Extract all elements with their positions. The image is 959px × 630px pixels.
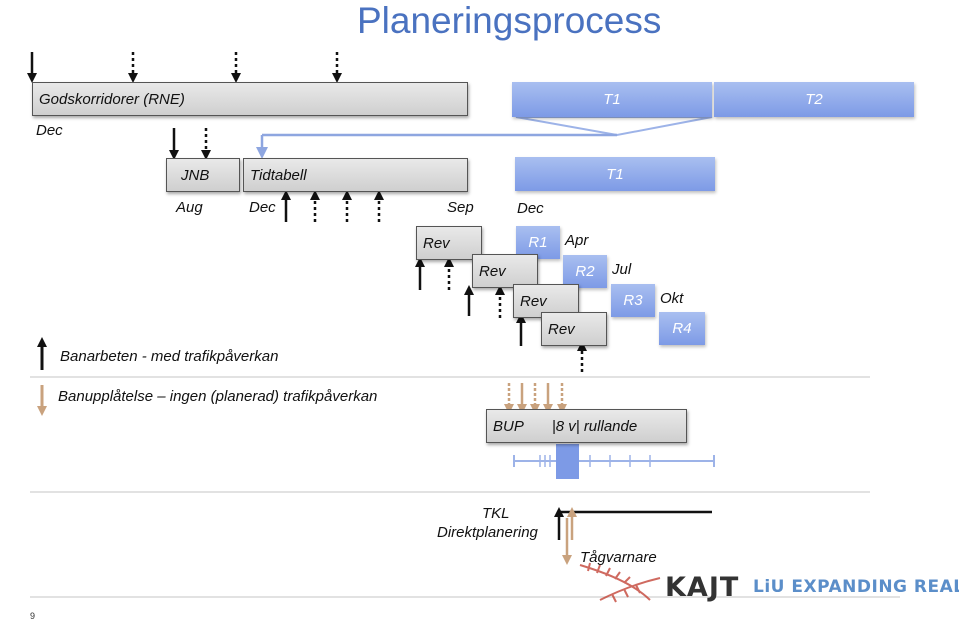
direktplanering-label: Direktplanering bbox=[437, 524, 538, 541]
rolling-window-marker bbox=[556, 444, 579, 479]
month-dec: Dec bbox=[249, 199, 276, 216]
r2-bar: R2 bbox=[563, 255, 607, 288]
timeline-t1-label: T1 bbox=[603, 91, 621, 108]
rev-label: Rev bbox=[423, 234, 450, 252]
month-dec-2: Dec bbox=[517, 200, 544, 217]
rev-label: Rev bbox=[548, 320, 575, 338]
r1-bar: R1 bbox=[516, 226, 560, 259]
rev-box-1: Rev bbox=[416, 226, 482, 260]
tidtabell-label: Tidtabell bbox=[250, 166, 307, 184]
r1-label: R1 bbox=[528, 234, 548, 251]
bup-label: BUP bbox=[493, 417, 524, 435]
r3-bar: R3 bbox=[611, 284, 655, 317]
jnb-box: JNB bbox=[166, 158, 240, 192]
kajt-logo: KAJT bbox=[665, 572, 740, 603]
tidtabell-t1-label: T1 bbox=[606, 165, 624, 183]
rev-box-2: Rev bbox=[472, 254, 538, 288]
rev-box-4: Rev bbox=[541, 312, 607, 346]
page-title: Planeringsprocess bbox=[357, 0, 662, 41]
month-okt: Okt bbox=[660, 290, 684, 307]
t1-expansion-wedge bbox=[515, 116, 713, 137]
month-aug: Aug bbox=[176, 199, 203, 216]
timeline-t1-bar: T1 bbox=[512, 82, 712, 117]
r4-bar: R4 bbox=[659, 312, 705, 345]
timeline-t2-bar: T2 bbox=[714, 82, 914, 117]
liu-logo: LiU EXPANDING REALITY bbox=[753, 577, 959, 597]
r4-label: R4 bbox=[672, 320, 692, 337]
month-sep: Sep bbox=[447, 199, 474, 216]
page-number: 9 bbox=[30, 611, 36, 621]
timeline-t2-label: T2 bbox=[805, 91, 823, 108]
bup-box: BUP |8 v| rullande bbox=[486, 409, 687, 443]
month-apr: Apr bbox=[565, 232, 589, 249]
bup-rolling-label: |8 v| rullande bbox=[551, 417, 638, 435]
r2-label: R2 bbox=[575, 263, 595, 280]
legend-banarbeten-label: Banarbeten - med trafikpåverkan bbox=[60, 348, 279, 365]
month-jul: Jul bbox=[612, 261, 632, 278]
tidtabell-box: Tidtabell bbox=[243, 158, 468, 192]
tidtabell-t1-bar: T1 bbox=[515, 157, 715, 191]
rev-label: Rev bbox=[479, 262, 506, 280]
godskorridorer-dec-label: Dec bbox=[36, 122, 63, 139]
godskorridorer-label: Godskorridorer (RNE) bbox=[39, 90, 185, 108]
tagvarnare-label: Tågvarnare bbox=[580, 549, 657, 566]
godskorridorer-box: Godskorridorer (RNE) bbox=[32, 82, 468, 116]
jnb-label: JNB bbox=[181, 166, 210, 184]
r3-label: R3 bbox=[623, 292, 643, 309]
legend-banupplatelse-label: Banupplåtelse – ingen (planerad) trafikp… bbox=[58, 388, 378, 405]
tkl-label: TKL bbox=[482, 505, 510, 522]
kajt-track-icon bbox=[579, 562, 661, 603]
rev-label: Rev bbox=[520, 292, 547, 310]
